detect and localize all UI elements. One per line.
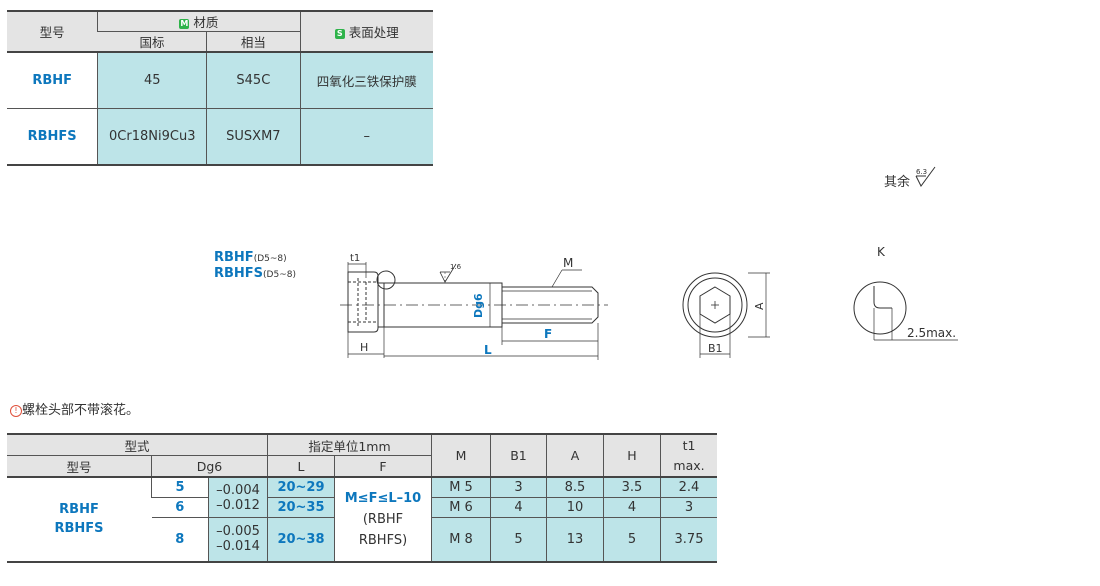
model-name: RBHF — [59, 502, 99, 518]
h-cell: 3.5 — [603, 476, 661, 498]
b1-cell: 5 — [490, 517, 547, 563]
table-row: RBHF RBHFS 5 –0.004 –0.012 20~29 M≤F≤L–1… — [7, 476, 717, 563]
table-row: RBHFS 0Cr18Ni9Cu3 SUSXM7 – — [7, 108, 433, 166]
b1-label: B1 — [708, 342, 723, 355]
f-rule-models: (RBHF — [362, 511, 404, 527]
l-label: L — [484, 343, 492, 357]
table-row: 8 –0.005 –0.014 20~38 M 8 5 13 5 3.75 — [7, 517, 717, 563]
col-material-label: 材质 — [193, 15, 219, 30]
surface-cell: – — [299, 108, 433, 166]
drawing-title-2-model: RBHFS — [214, 266, 264, 281]
equiv-cell: SUSXM7 — [206, 108, 301, 166]
type-header: 型式 — [7, 433, 268, 456]
knurl-note-text: 螺栓头部不带滚花。 — [22, 403, 140, 418]
knurl-note: !螺栓头部不带滚花。 — [10, 399, 139, 418]
model-header: 型号 — [7, 455, 152, 477]
m-label: M — [563, 256, 573, 270]
tol-lower: –0.012 — [216, 497, 260, 513]
a-cell: 13 — [546, 517, 604, 563]
h-label: H — [360, 341, 368, 354]
detail-k-label: K — [877, 245, 885, 259]
equiv-cell: S45C — [206, 51, 301, 109]
drawing-title-2-range: (D5~8) — [263, 270, 296, 280]
a-label: A — [753, 302, 766, 310]
drawing-title-1-model: RBHF — [214, 250, 254, 265]
l-cell: 20~29 — [267, 476, 335, 498]
tol-cell: –0.004 –0.012 — [208, 476, 268, 518]
table-row: RBHF 45 S45C 四氧化三铁保护膜 — [7, 51, 433, 109]
t1-header: t1 — [660, 433, 717, 456]
model-cell: RBHF — [7, 51, 98, 109]
table-row: 6 20~35 M 6 4 10 4 3 — [7, 497, 717, 518]
a-header: A — [546, 433, 604, 477]
f-rule: M≤F≤L–10 — [344, 490, 422, 506]
m-cell: M 8 — [431, 517, 491, 563]
m-cell: M 6 — [431, 497, 491, 518]
d-cell: 8 — [151, 517, 209, 563]
dg6-label: Dg6 — [472, 293, 485, 318]
h-cell: 5 — [603, 517, 661, 563]
roughness-rest-value: 6.3 — [916, 168, 927, 176]
spec-table: 型式 指定单位1mm M B1 A H t1 型号 Dg6 L F max. R… — [7, 433, 717, 563]
bolt-side-view-drawing: t1 H L F M 1.6 Dg6 — [340, 253, 608, 360]
b1-header: B1 — [490, 433, 547, 477]
m-cell: M 5 — [431, 476, 491, 498]
col-equiv-header: 相当 — [206, 31, 301, 53]
shaft-roughness-value: 1.6 — [450, 263, 462, 271]
surface-tag-icon: S — [334, 29, 345, 39]
l-header: L — [267, 455, 335, 477]
tol-cell: –0.005 –0.014 — [208, 517, 268, 563]
roughness-note: 其余 — [884, 171, 910, 190]
material-tag-icon: M — [179, 19, 190, 29]
max-dim-label: 2.5max. — [907, 326, 956, 340]
t1-label: t1 — [350, 253, 360, 264]
h-cell: 4 — [603, 497, 661, 518]
t1-cell: 3.75 — [660, 517, 717, 563]
t1-cell: 3 — [660, 497, 717, 518]
l-cell: 20~38 — [267, 517, 335, 563]
tol-upper: –0.004 — [216, 482, 260, 498]
col-gb-header: 国标 — [97, 31, 207, 53]
t1-cell: 2.4 — [660, 476, 717, 498]
h-header: H — [603, 433, 661, 477]
m-header: M — [431, 433, 491, 477]
drawing-title-2: RBHFS(D5~8) — [214, 262, 296, 281]
f-rule-models: RBHFS) — [358, 532, 408, 548]
gb-cell: 0Cr18Ni9Cu3 — [97, 108, 207, 166]
model-cell: RBHF RBHFS — [7, 476, 152, 563]
spec-unit-header: 指定单位1mm — [267, 433, 432, 456]
b1-cell: 3 — [490, 476, 547, 498]
surface-cell: 四氧化三铁保护膜 — [299, 51, 433, 109]
roughness-note-label: 其余 — [884, 175, 911, 190]
l-cell: 20~35 — [267, 497, 335, 518]
tol-upper: –0.005 — [216, 524, 260, 540]
max-header: max. — [660, 455, 717, 477]
d-cell: 6 — [151, 497, 209, 518]
roughness-symbol-icon: 6.3 — [915, 166, 936, 187]
f-header: F — [334, 455, 432, 477]
model-name: RBHFS — [54, 521, 104, 537]
gb-cell: 45 — [97, 51, 207, 109]
drawing-title-1: RBHF(D5~8) — [214, 246, 287, 265]
detail-k-drawing: 2.5max. — [853, 281, 958, 341]
b1-cell: 4 — [490, 497, 547, 518]
a-cell: 10 — [546, 497, 604, 518]
a-cell: 8.5 — [546, 476, 604, 498]
tol-lower: –0.014 — [216, 539, 260, 555]
col-surface-label: 表面处理 — [348, 25, 399, 40]
drawing-title-1-range: (D5~8) — [253, 254, 287, 264]
col-model-header: 型号 — [7, 10, 98, 53]
f-label: F — [544, 327, 552, 341]
warning-icon: ! — [10, 405, 22, 417]
d-cell: 5 — [151, 476, 209, 498]
bolt-end-view-drawing: A B1 — [682, 272, 770, 358]
f-rule-cell: M≤F≤L–10 (RBHF RBHFS) — [334, 476, 432, 563]
dg6-header: Dg6 — [151, 455, 268, 477]
model-cell: RBHFS — [7, 108, 98, 166]
